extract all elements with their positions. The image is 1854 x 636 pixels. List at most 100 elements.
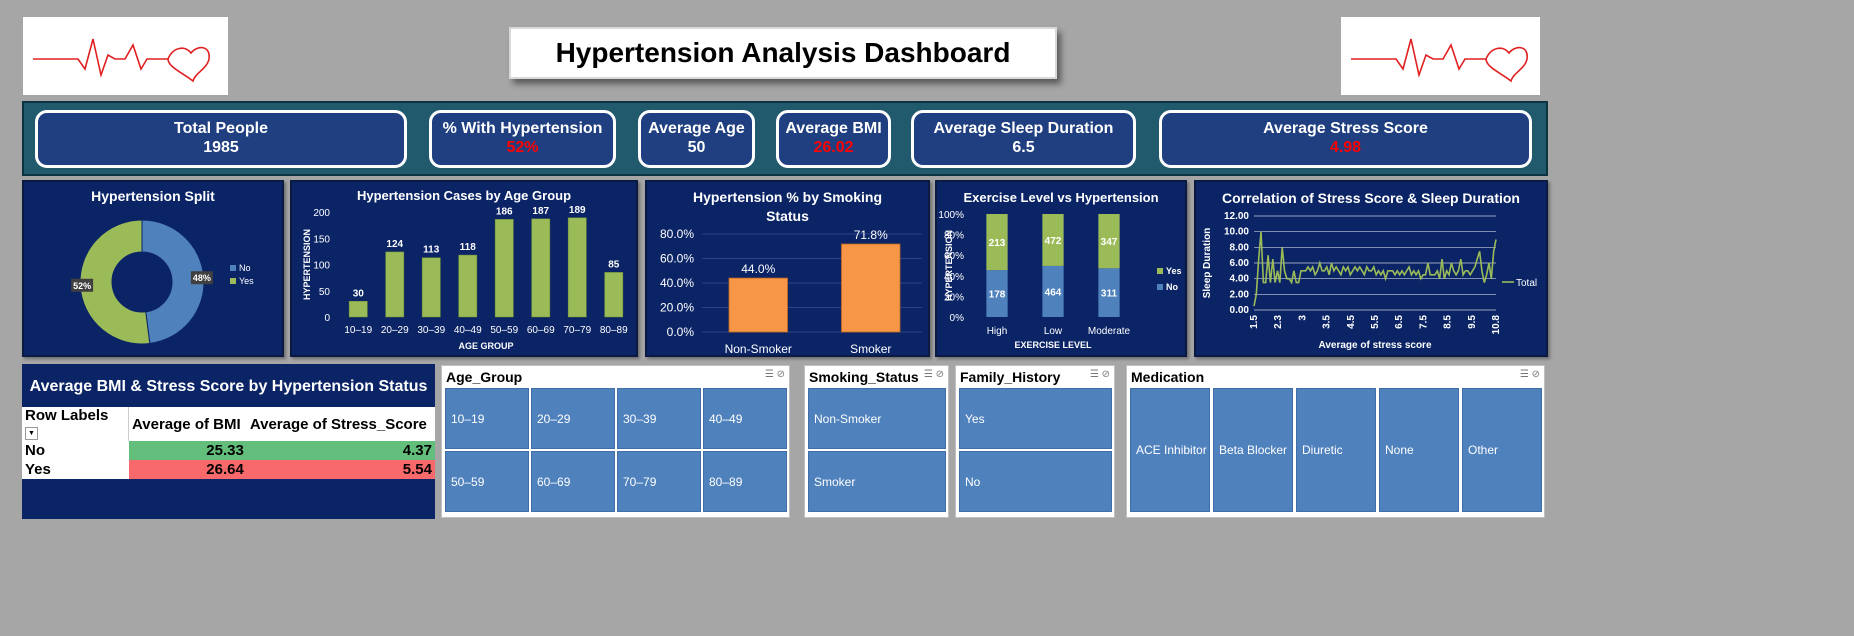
slicer-item[interactable]: Smoker bbox=[808, 451, 946, 512]
x-tick-label: 20–29 bbox=[381, 325, 409, 336]
slicer-item[interactable]: Yes bbox=[959, 388, 1112, 449]
bmi-value: 25.33 bbox=[128, 441, 247, 460]
kpi-value: 26.02 bbox=[813, 139, 854, 156]
kpi-label: Total People bbox=[174, 120, 268, 137]
slicer-item[interactable]: ACE Inhibitor bbox=[1130, 388, 1210, 512]
pivot-header-bmi: Average of BMI bbox=[132, 415, 241, 433]
x-tick-label: 30–39 bbox=[417, 325, 445, 336]
x-tick-label: 7.5 bbox=[1418, 315, 1429, 329]
slicer-item[interactable]: Non-Smoker bbox=[808, 388, 946, 449]
chart-stress-sleep[interactable]: Correlation of Stress Score & Sleep Dura… bbox=[1194, 180, 1548, 357]
x-tick-label: 2.3 bbox=[1273, 315, 1284, 329]
y-tick-label: 0 bbox=[324, 313, 330, 324]
slicer-item[interactable]: Other bbox=[1462, 388, 1542, 512]
kpi-total-people: Total People 1985 bbox=[35, 110, 407, 168]
x-tick-label: Moderate bbox=[1088, 326, 1131, 337]
slicer-item[interactable]: 50–59 bbox=[445, 451, 529, 512]
stress-value: 5.54 bbox=[246, 460, 435, 479]
slicer-title: Family_History bbox=[960, 369, 1061, 385]
data-label: 189 bbox=[569, 205, 586, 216]
bar bbox=[728, 277, 788, 333]
multi-select-icon[interactable]: ☰ bbox=[923, 369, 933, 380]
data-label: 311 bbox=[1101, 289, 1118, 300]
chart-smoking[interactable]: Hypertension % by Smoking Status 0.0%20.… bbox=[645, 180, 930, 357]
legend-swatch bbox=[230, 278, 236, 284]
pivot-header-stress: Average of Stress_Score bbox=[249, 415, 427, 433]
data-label: 113 bbox=[423, 245, 440, 256]
data-label: 187 bbox=[532, 206, 549, 217]
y-tick-label: 0.00 bbox=[1230, 305, 1250, 316]
chart-exercise[interactable]: Exercise Level vs Hypertension 0%20%40%6… bbox=[935, 180, 1187, 357]
y-tick-label: 4.00 bbox=[1230, 274, 1250, 285]
clear-filter-icon[interactable]: ⊘ bbox=[1101, 369, 1110, 380]
y-tick-label: 0% bbox=[950, 313, 965, 324]
heartbeat-logo-icon bbox=[33, 38, 210, 83]
slicer-item[interactable]: No bbox=[959, 451, 1112, 512]
pivot-header-row-labels[interactable]: Row Labels ▼ bbox=[22, 407, 129, 441]
multi-select-icon[interactable]: ☰ bbox=[1089, 369, 1099, 380]
row-label: Yes bbox=[22, 460, 129, 479]
x-tick-label: Non-Smoker bbox=[725, 342, 792, 356]
bar bbox=[567, 217, 587, 318]
slicer-item[interactable]: Diuretic bbox=[1296, 388, 1376, 512]
age-bar-chart: 0501001502003010–1912420–2911330–3911840… bbox=[302, 205, 628, 351]
legend-label: No bbox=[1166, 282, 1178, 292]
clear-filter-icon[interactable]: ⊘ bbox=[1531, 369, 1540, 380]
y-axis-title: Sleep Duration bbox=[1202, 228, 1213, 299]
bar-segment bbox=[986, 214, 1008, 271]
clear-filter-icon[interactable]: ⊘ bbox=[935, 369, 944, 380]
bar-segment bbox=[1042, 265, 1064, 317]
slicer-item[interactable]: 20–29 bbox=[531, 388, 615, 449]
y-tick-label: 2.00 bbox=[1230, 289, 1250, 300]
bar-segment bbox=[1098, 268, 1120, 317]
multi-select-icon[interactable]: ☰ bbox=[764, 369, 774, 380]
kpi-label: Average Stress Score bbox=[1263, 120, 1428, 137]
slicer-item[interactable]: 40–49 bbox=[703, 388, 787, 449]
y-axis-title: HYPERTENSION bbox=[302, 229, 312, 300]
slicer-item[interactable]: Beta Blocker bbox=[1213, 388, 1293, 512]
bar bbox=[458, 254, 478, 318]
slicer-item[interactable]: 10–19 bbox=[445, 388, 529, 449]
bar bbox=[385, 251, 405, 318]
x-tick-label: 6.5 bbox=[1394, 315, 1405, 329]
slicer-item[interactable]: None bbox=[1379, 388, 1459, 512]
bar bbox=[494, 219, 514, 318]
bar-segment bbox=[986, 270, 1008, 317]
y-tick-label: 100 bbox=[313, 261, 330, 272]
y-tick-label: 40.0% bbox=[660, 276, 694, 290]
slicer-title: Age_Group bbox=[446, 369, 523, 385]
data-label: 118 bbox=[460, 242, 477, 253]
legend-label: Yes bbox=[239, 276, 254, 286]
clear-filter-icon[interactable]: ⊘ bbox=[776, 369, 785, 380]
x-tick-label: 1.5 bbox=[1249, 315, 1260, 329]
filter-dropdown-icon[interactable]: ▼ bbox=[25, 426, 38, 440]
pie-slice-no bbox=[141, 219, 205, 345]
kpi-value: 6.5 bbox=[1012, 139, 1035, 156]
data-label: 52% bbox=[73, 281, 91, 291]
x-tick-label: 40–49 bbox=[454, 325, 482, 336]
data-label: 178 bbox=[989, 290, 1006, 301]
y-tick-label: 200 bbox=[313, 208, 330, 219]
data-label: 48% bbox=[193, 273, 211, 283]
multi-select-icon[interactable]: ☰ bbox=[1519, 369, 1529, 380]
y-tick-label: 60% bbox=[944, 251, 964, 262]
kpi-value: 1985 bbox=[203, 139, 239, 156]
pivot-table: Row Labels ▼ Average of BMI Average of S… bbox=[22, 407, 435, 479]
kpi-label: % With Hypertension bbox=[442, 120, 603, 137]
chart-title: Hypertension Split bbox=[91, 188, 215, 204]
table-row: Yes 26.64 5.54 bbox=[22, 460, 435, 479]
slicer-item[interactable]: 70–79 bbox=[617, 451, 701, 512]
slicer-item[interactable]: 80–89 bbox=[703, 451, 787, 512]
kpi-average-age: Average Age 50 bbox=[638, 110, 755, 168]
data-label: 472 bbox=[1045, 236, 1062, 247]
y-tick-label: 8.00 bbox=[1230, 242, 1250, 253]
slicer-item[interactable]: 30–39 bbox=[617, 388, 701, 449]
x-axis-title: Average of stress score bbox=[1318, 340, 1431, 351]
y-axis-title: HYPERTENSION bbox=[944, 230, 954, 301]
slicer-item[interactable]: 60–69 bbox=[531, 451, 615, 512]
x-tick-label: Smoker bbox=[850, 342, 891, 356]
x-axis-title: AGE GROUP bbox=[458, 341, 513, 351]
